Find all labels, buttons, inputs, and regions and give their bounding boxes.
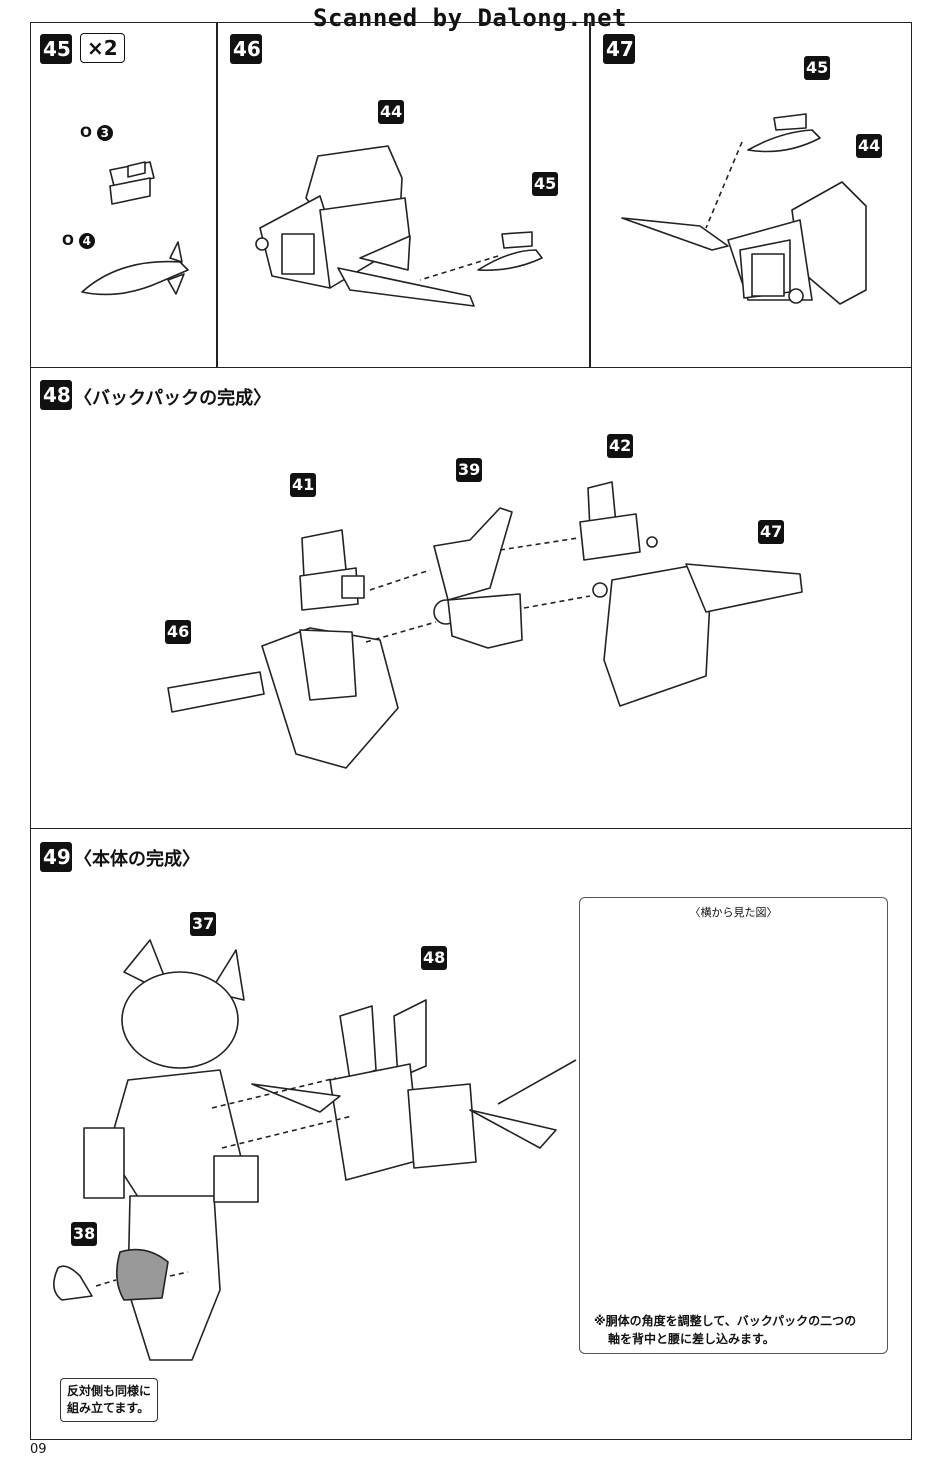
part-48-label: 48 <box>421 946 447 970</box>
step-49-number: 49 <box>40 842 72 872</box>
step-49-title: 〈本体の完成〉 <box>74 849 200 870</box>
runner-label: O <box>62 233 74 249</box>
step-48-number: 48 <box>40 380 72 410</box>
part-47-label: 47 <box>758 520 784 544</box>
divider <box>589 22 591 368</box>
step-47-number: 47 <box>603 34 635 64</box>
hinge-39 <box>433 507 523 649</box>
part-41-label: 41 <box>290 473 316 497</box>
step-46-number: 46 <box>230 34 262 64</box>
missile-45 <box>477 231 543 272</box>
thruster-44 <box>255 145 475 307</box>
step-48-title: 〈バックパックの完成〉 <box>74 388 272 409</box>
booster-46 <box>167 627 399 769</box>
callout-line: 反対側も同様に <box>67 1384 152 1398</box>
callout-line: 組み立てます。 <box>67 1401 150 1415</box>
step-45-number: 45 <box>40 34 72 64</box>
part-44-label: 44 <box>378 100 404 124</box>
foot-part-38 <box>53 1248 169 1301</box>
part-number: 4 <box>78 233 95 249</box>
part-39-label: 39 <box>456 458 482 482</box>
part-45-label: 45 <box>532 172 558 196</box>
runner-label: O <box>80 125 92 141</box>
backpack-48 <box>251 999 557 1181</box>
shoulder-42 <box>579 481 658 561</box>
missile-45 <box>747 113 821 153</box>
part-44-label: 44 <box>856 134 882 158</box>
part-46-label: 46 <box>165 620 191 644</box>
thruster-44 <box>621 181 867 305</box>
step-49-panel <box>30 828 912 1440</box>
divider <box>216 22 218 368</box>
part-38-label: 38 <box>71 1222 97 1246</box>
side-view-note: ※胴体の角度を調整して、バックパックの二つの 軸を背中と腰に差し込みます。 <box>594 1312 884 1348</box>
note-line: 軸を背中と腰に差し込みます。 <box>608 1332 775 1346</box>
note-line: ※胴体の角度を調整して、バックパックの二つの <box>594 1314 857 1328</box>
quantity-multiplier: ×2 <box>80 33 125 63</box>
part-hint-o4: O 4 <box>62 233 95 249</box>
missile-part <box>81 241 189 296</box>
booster-47 <box>592 563 803 707</box>
part-number: 3 <box>96 125 113 141</box>
opposite-side-callout: 反対側も同様に 組み立てます。 <box>60 1378 159 1422</box>
shoulder-41 <box>299 529 365 611</box>
figure-37 <box>83 939 259 1361</box>
part-45-label: 45 <box>804 56 830 80</box>
part-42-label: 42 <box>607 434 633 458</box>
side-view-inset: 〈横から見た図〉 ※胴体の角度を調整して、バックパックの二つの 軸を背中と腰に差… <box>579 897 888 1354</box>
part-37-label: 37 <box>190 912 216 936</box>
part-hint-o3: O 3 <box>80 125 113 141</box>
page-number: 09 <box>30 1442 47 1457</box>
scan-watermark: Scanned by Dalong.net <box>313 4 627 32</box>
side-view-title: 〈横から見た図〉 <box>689 906 778 919</box>
missile-block-part <box>109 161 155 205</box>
